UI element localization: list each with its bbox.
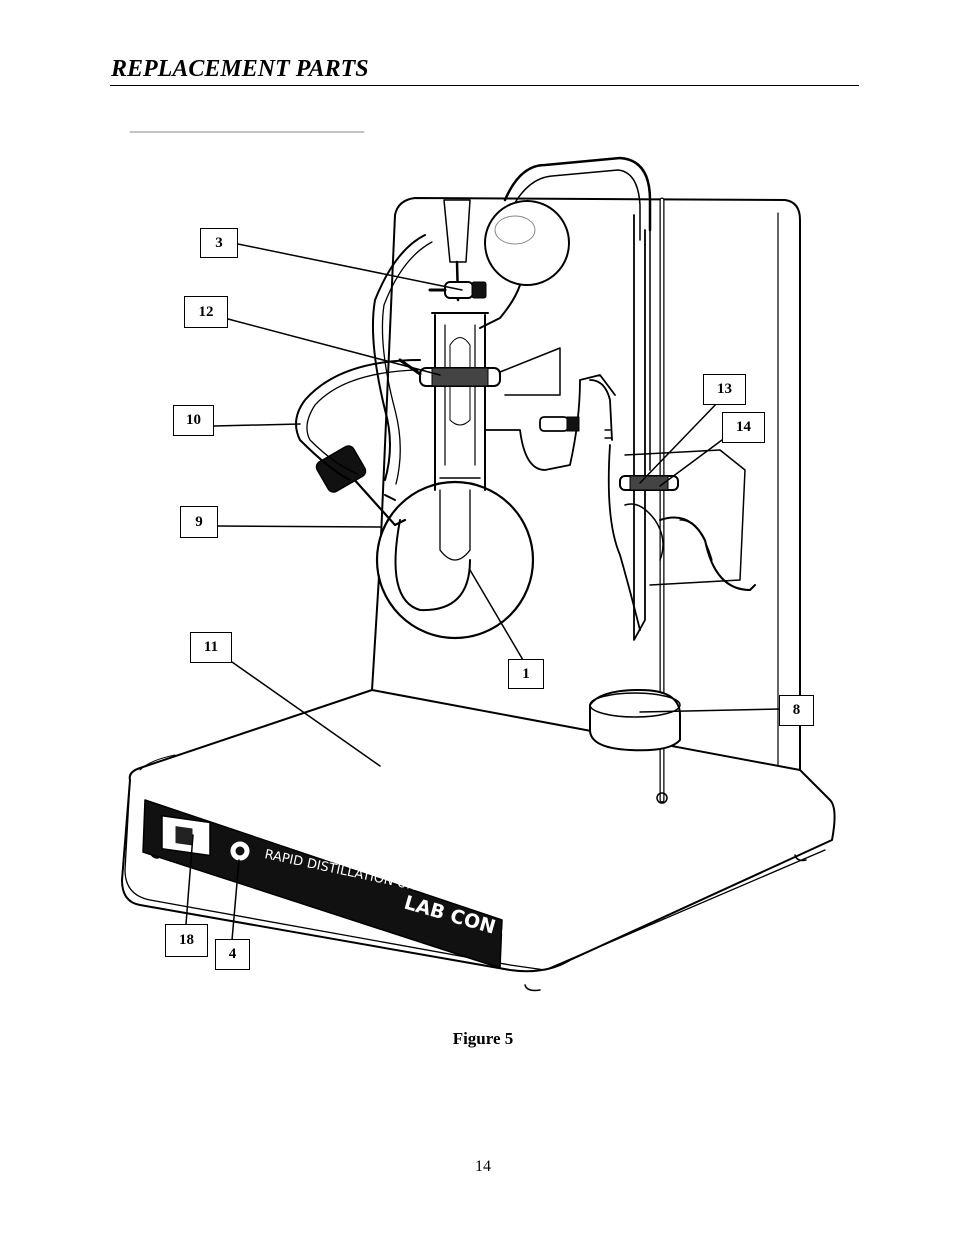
callout-8: 8 (779, 695, 814, 726)
callout-1: 1 (508, 659, 544, 689)
heading-rule (110, 85, 859, 86)
page-number: 14 (475, 1158, 491, 1175)
page-heading: REPLACEMENT PARTS (111, 56, 369, 82)
distillation-unit-illustration: RAPID DISTILLATION UNIT LAB CON CO (121, 131, 836, 992)
callout-13: 13 (703, 374, 746, 405)
callout-14: 14 (722, 412, 765, 443)
figure-caption: Figure 5 (452, 1029, 514, 1048)
callout-9: 9 (180, 506, 218, 538)
callout-18: 18 (165, 924, 208, 957)
callout-11: 11 (190, 632, 232, 663)
callout-3: 3 (200, 228, 238, 258)
callout-12: 12 (184, 296, 228, 328)
callout-10: 10 (173, 405, 214, 436)
callout-4: 4 (215, 939, 250, 970)
